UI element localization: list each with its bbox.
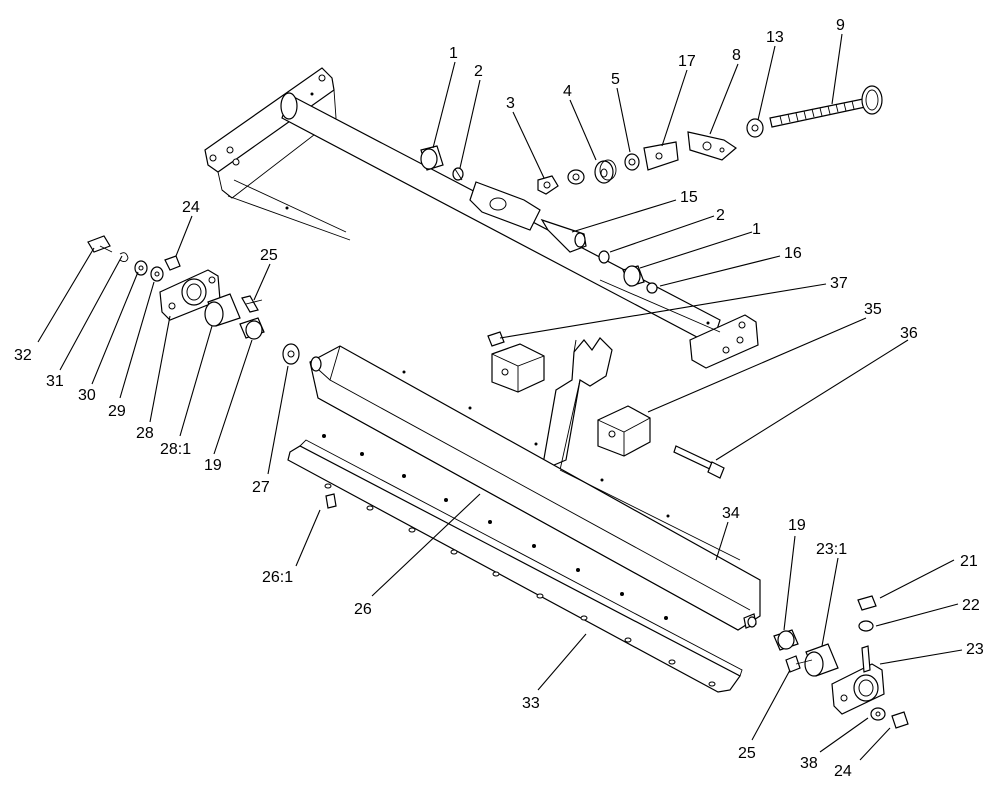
callout-31: 31 (46, 373, 64, 390)
bedknife (287, 439, 743, 693)
callout-36: 36 (900, 325, 918, 342)
callout-9: 9 (836, 17, 845, 34)
callout-15: 15 (680, 189, 698, 206)
callout-13: 13 (766, 29, 784, 46)
center-bracket-assembly (487, 331, 725, 479)
callout-23-1: 23:1 (816, 541, 847, 558)
callout-33: 33 (522, 695, 540, 712)
callout-30: 30 (78, 387, 96, 404)
callout-38: 38 (800, 755, 818, 772)
callout-2b: 2 (716, 207, 725, 224)
callout-32: 32 (14, 347, 32, 364)
callout-19b: 19 (788, 517, 806, 534)
callout-35: 35 (864, 301, 882, 318)
callout-23: 23 (966, 641, 984, 658)
callout-26-1: 26:1 (262, 569, 293, 586)
callout-4: 4 (563, 83, 572, 100)
leader-lines (37, 33, 963, 761)
right-bearing-assembly (559, 469, 909, 729)
adjuster-assembly (420, 85, 883, 294)
callout-2: 2 (474, 63, 483, 80)
callout-5: 5 (611, 71, 620, 88)
callout-37: 37 (830, 275, 848, 292)
callout-25: 25 (260, 247, 278, 264)
callout-34: 34 (722, 505, 740, 522)
bedbar (309, 345, 761, 631)
callout-27: 27 (252, 479, 270, 496)
callout-21: 21 (960, 553, 978, 570)
callout-28: 28 (136, 425, 154, 442)
callout-29: 29 (108, 403, 126, 420)
callout-3: 3 (506, 95, 515, 112)
callout-labels: 1 2 3 4 5 17 8 13 9 15 2 1 16 37 35 36 2… (14, 17, 984, 780)
callout-1: 1 (449, 45, 458, 62)
callout-8: 8 (732, 47, 741, 64)
callout-17: 17 (678, 53, 696, 70)
callout-25b: 25 (738, 745, 756, 762)
callout-22: 22 (962, 597, 980, 614)
callout-1b: 1 (752, 221, 761, 238)
callout-24: 24 (182, 199, 200, 216)
callout-28-1: 28:1 (160, 441, 191, 458)
callout-19: 19 (204, 457, 222, 474)
upper-frame (204, 67, 759, 369)
callout-24b: 24 (834, 763, 852, 780)
callout-26: 26 (354, 601, 372, 618)
callout-16: 16 (784, 245, 802, 262)
